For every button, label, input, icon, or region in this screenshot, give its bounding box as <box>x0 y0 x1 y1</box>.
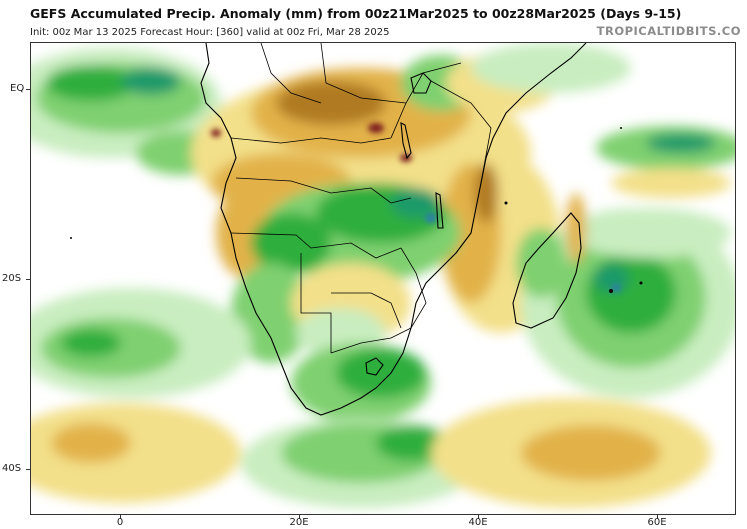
lon-label-60e: 60E <box>647 517 667 528</box>
extreme-anomaly-spots <box>211 123 621 292</box>
lon-label-40e: 40E <box>468 517 488 528</box>
lon-tick-20e <box>299 515 300 519</box>
country-borders <box>230 43 492 354</box>
small-islands <box>70 127 643 293</box>
map-subtitle: Init: 00z Mar 13 2025 Forecast Hour: [36… <box>30 27 390 38</box>
lon-label-0: 0 <box>116 517 124 528</box>
lat-label-eq: EQ <box>10 83 25 94</box>
lon-label-20e: 20E <box>289 517 309 528</box>
lat-label-20s: 20S <box>2 273 22 284</box>
lon-tick-40e <box>478 515 479 519</box>
lat-tick-40s <box>26 469 30 470</box>
lat-tick-20s <box>26 279 30 280</box>
map-panel[interactable] <box>30 42 736 515</box>
precip-anomaly-map <box>31 43 735 508</box>
anomaly-field <box>31 43 735 508</box>
lon-tick-60e <box>657 515 658 519</box>
lat-label-40s: 40S <box>2 463 22 474</box>
lon-tick-0 <box>120 515 121 519</box>
lat-tick-eq <box>26 89 30 90</box>
map-title: GEFS Accumulated Precip. Anomaly (mm) fr… <box>30 6 682 21</box>
brand-watermark[interactable]: TROPICALTIDBITS.CO <box>596 24 741 38</box>
